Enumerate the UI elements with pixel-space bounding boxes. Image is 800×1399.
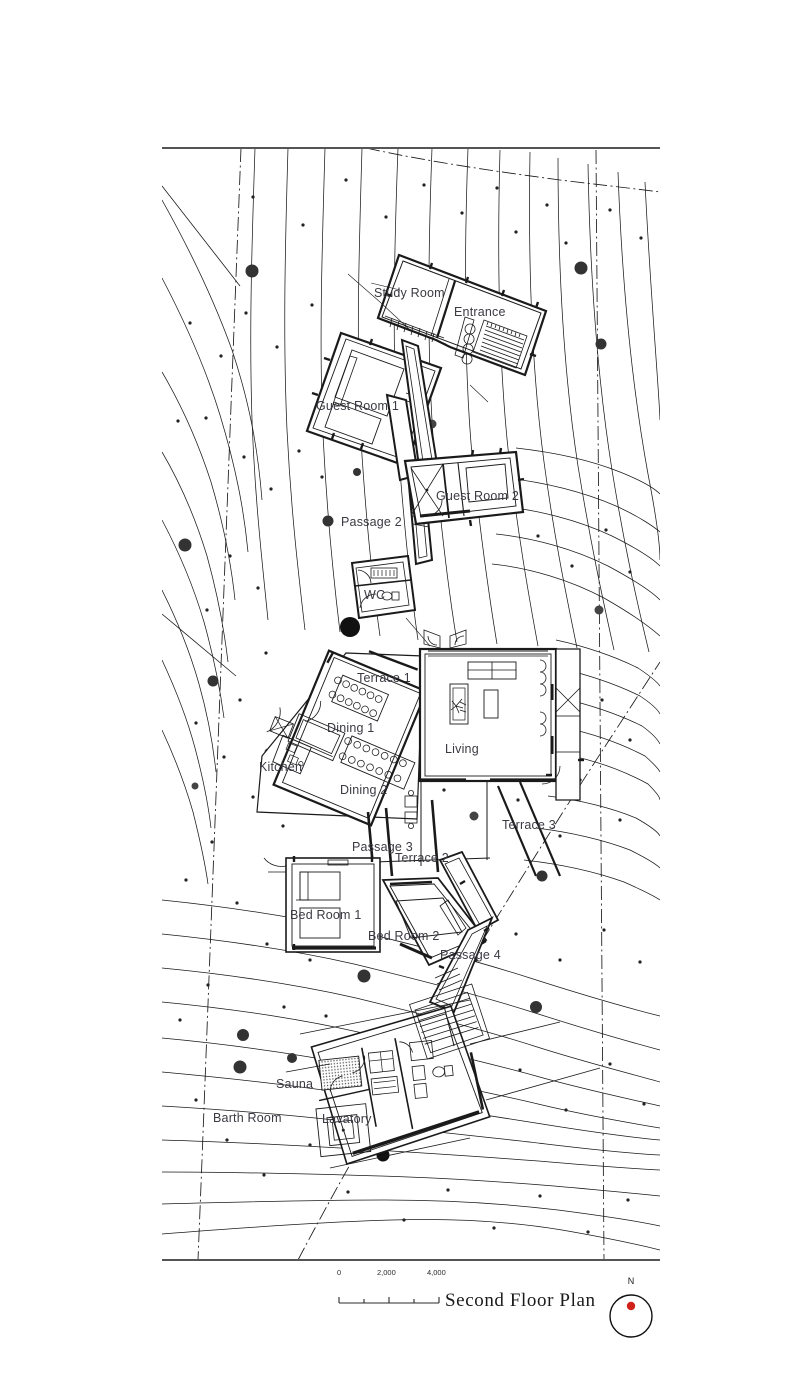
plan-title: Second Floor Plan [445,1290,596,1311]
site-plan-layer [162,148,660,1260]
contour-lines-upper [250,148,660,653]
survey-point-markers [176,178,646,1234]
scale-tick-2000: 2,000 [377,1268,396,1277]
site-boundary-solid [162,185,241,677]
contour-lines-left [162,199,263,885]
entrance-stairs [472,319,528,369]
passage-4-corridor [428,850,500,1014]
wc-upper-block [350,554,417,620]
north-arrow-icon [609,1294,653,1338]
title-block: 0 2,000 4,000 Second Floor Plan N [335,1268,665,1348]
scale-tick-4000: 4,000 [427,1268,446,1277]
terrace-table-chairs [404,790,418,830]
bath-sauna-lavatory-block [310,983,491,1165]
drawing-frame [162,147,660,1261]
site-access-lines [285,999,601,1169]
lower-stairs [409,983,491,1060]
bed-room-1-block [263,856,381,953]
kitchen-dining-terrace-block [256,649,428,830]
guest-room-2-block [403,447,525,527]
scale-tick-0: 0 [337,1268,342,1277]
living-room-block [418,629,558,783]
east-annex-block [541,648,584,801]
study-room-entrance-block [376,253,548,377]
scale-bar [338,1297,440,1304]
leader-lines [347,273,489,647]
north-label: N [627,1276,635,1286]
